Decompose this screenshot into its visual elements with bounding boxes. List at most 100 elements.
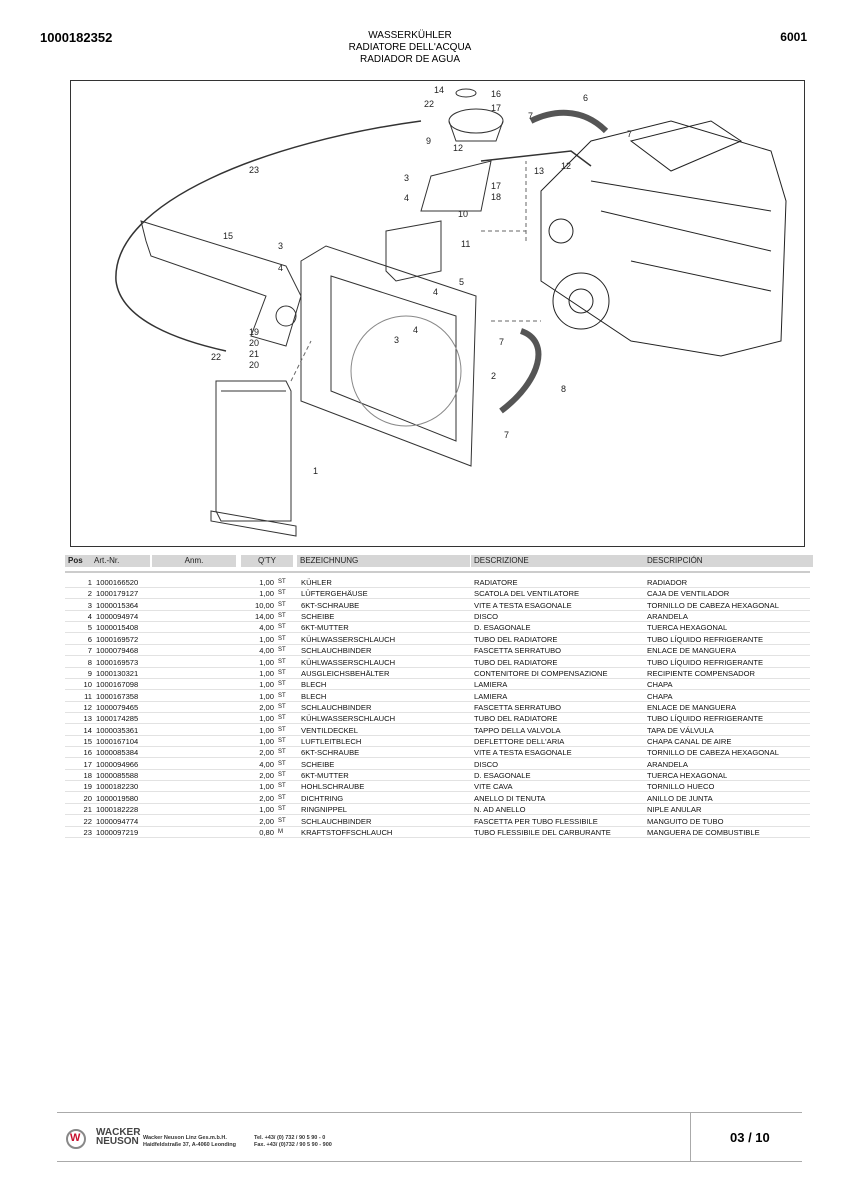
cell-qty: 1,00 bbox=[259, 805, 274, 815]
cell-bez: DICHTRING bbox=[301, 793, 344, 803]
cell-qty: 1,00 bbox=[259, 691, 274, 701]
cell-pos: 11 bbox=[84, 691, 92, 701]
cell-des: VITE A TESTA ESAGONALE bbox=[474, 600, 572, 610]
cell-desc: TAPA DE VÁLVULA bbox=[647, 725, 714, 735]
cell-pos: 8 bbox=[87, 657, 92, 667]
cell-art: 1000167098 bbox=[96, 680, 139, 690]
row-divider bbox=[65, 643, 810, 645]
cell-art: 1000097219 bbox=[96, 827, 139, 837]
callout-label: 7 bbox=[504, 430, 510, 440]
callout-label: 5 bbox=[459, 277, 465, 287]
callout-label: 13 bbox=[534, 166, 545, 176]
callout-label: 3 bbox=[404, 173, 410, 183]
cell-des: LAMIERA bbox=[474, 691, 508, 701]
cell-bez: KÜHLWASSERSCHLAUCH bbox=[301, 657, 396, 667]
company-address: Wacker Neuson Linz Ges.m.b.H. Haidfeldst… bbox=[143, 1135, 236, 1149]
cell-desc: TUERCA HEXAGONAL bbox=[647, 623, 728, 633]
cell-bez: 6KT-MUTTER bbox=[301, 771, 349, 781]
cell-qty: 2,00 bbox=[259, 816, 274, 826]
cell-unit: ST bbox=[278, 624, 286, 631]
cell-art: 1000015408 bbox=[96, 623, 139, 633]
cell-desc: RECIPIENTE COMPENSADOR bbox=[647, 668, 756, 678]
cell-art: 1000094966 bbox=[96, 759, 139, 769]
cell-unit: ST bbox=[278, 806, 286, 813]
callout-label: 18 bbox=[491, 192, 502, 202]
sheet-part bbox=[385, 220, 442, 282]
callout-label: 9 bbox=[426, 136, 432, 146]
cell-art: 1000182228 bbox=[96, 805, 139, 815]
callout-label: 21 bbox=[249, 349, 260, 359]
cell-qty: 2,00 bbox=[259, 771, 274, 781]
cell-pos: 13 bbox=[83, 714, 92, 724]
cell-art: 1000167104 bbox=[96, 737, 139, 747]
row-divider bbox=[65, 814, 810, 816]
callout-label: 20 bbox=[249, 338, 260, 348]
column-header-pos: Pos bbox=[65, 555, 92, 567]
cell-pos: 9 bbox=[87, 668, 92, 678]
callout-label: 10 bbox=[458, 209, 469, 219]
cell-des: ANELLO DI TENUTA bbox=[474, 793, 546, 803]
air-deflector-part bbox=[140, 220, 302, 347]
cell-pos: 19 bbox=[83, 782, 92, 792]
callout-label: 23 bbox=[249, 165, 260, 175]
cell-qty: 0,80 bbox=[259, 827, 274, 837]
cell-unit: ST bbox=[278, 647, 286, 654]
callout-label: 12 bbox=[561, 161, 572, 171]
fax: Fax. +43/ (0)732 / 90 5 90 - 900 bbox=[254, 1142, 332, 1148]
cell-bez: SCHLAUCHBINDER bbox=[301, 702, 372, 712]
title-es: RADIADOR DE AGUA bbox=[359, 54, 461, 65]
cell-desc: MANGUITO DE TUBO bbox=[647, 816, 724, 826]
cell-des: DISCO bbox=[474, 612, 499, 622]
cell-qty: 1,00 bbox=[259, 782, 274, 792]
cell-qty: 4,00 bbox=[259, 623, 274, 633]
callout-label: 19 bbox=[249, 327, 260, 337]
cell-des: FASCETTA PER TUBO FLESSIBILE bbox=[474, 816, 598, 826]
cell-pos: 1 bbox=[87, 578, 92, 587]
cell-bez: SCHEIBE bbox=[301, 612, 335, 622]
cell-art: 1000094974 bbox=[96, 612, 139, 622]
cell-desc: TUBO LÍQUIDO REFRIGERANTE bbox=[647, 714, 764, 724]
callout-label: 7 bbox=[528, 111, 534, 121]
callout-label: 2 bbox=[491, 371, 497, 381]
cell-pos: 3 bbox=[87, 600, 92, 610]
row-divider bbox=[65, 598, 810, 600]
cell-unit: ST bbox=[278, 590, 286, 597]
cell-des: DEFLETTORE DELL'ARIA bbox=[474, 737, 565, 747]
row-divider bbox=[65, 677, 810, 679]
header-rule bbox=[65, 571, 810, 573]
cell-des: FASCETTA SERRATUBO bbox=[474, 646, 562, 656]
cell-unit: ST bbox=[278, 760, 286, 767]
cell-bez: KÜHLWASSERSCHLAUCH bbox=[301, 714, 396, 724]
cell-pos: 15 bbox=[83, 737, 92, 747]
footer bbox=[57, 1112, 802, 1162]
cell-pos: 23 bbox=[83, 827, 92, 837]
company-name: Wacker Neuson Linz Ges.m.b.H. bbox=[143, 1135, 227, 1141]
cell-bez: BLECH bbox=[301, 680, 327, 690]
cell-unit: ST bbox=[278, 715, 286, 722]
cell-desc: TORNILLO DE CABEZA HEXAGONAL bbox=[647, 600, 779, 610]
fuel-hose bbox=[115, 120, 422, 352]
cell-pos: 20 bbox=[83, 793, 92, 803]
cell-desc: TUERCA HEXAGONAL bbox=[647, 771, 728, 781]
cell-pos: 14 bbox=[83, 725, 92, 735]
callout-label: 20 bbox=[249, 360, 260, 370]
row-divider bbox=[65, 711, 810, 713]
callout-label: 4 bbox=[433, 287, 439, 297]
cell-bez: 6KT-SCHRAUBE bbox=[301, 748, 360, 758]
cell-unit: ST bbox=[278, 658, 286, 665]
callout-label: 8 bbox=[561, 384, 567, 394]
cell-desc: CAJA DE VENTILADOR bbox=[647, 589, 730, 599]
cell-qty: 14,00 bbox=[254, 612, 274, 622]
cell-unit: ST bbox=[278, 703, 286, 710]
cell-bez: BLECH bbox=[301, 691, 327, 701]
cell-desc: ENLACE DE MANGUERA bbox=[647, 646, 737, 656]
